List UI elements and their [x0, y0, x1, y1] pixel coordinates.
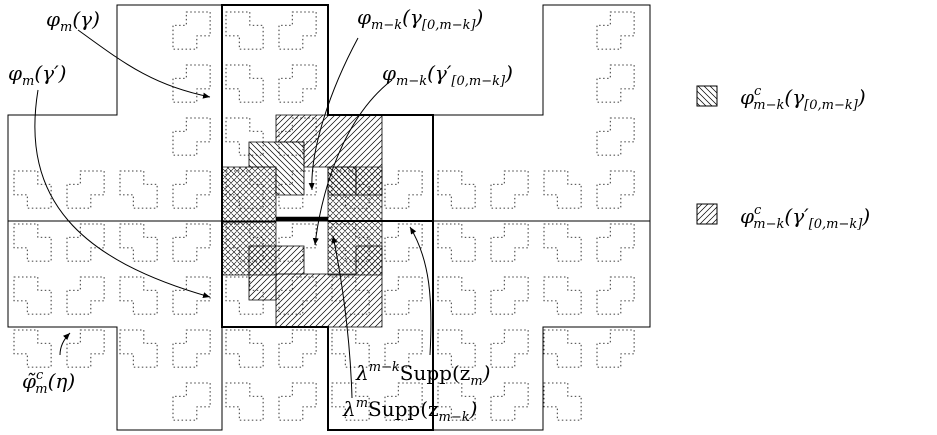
sub-tile-outline: [384, 223, 423, 262]
sub-tile-outline: [596, 117, 635, 156]
sub-tile-outline: [278, 11, 317, 50]
svg-text:φm(γ′): φm(γ′): [8, 61, 66, 89]
svg-text:λmSupp(zm−k): λmSupp(zm−k): [342, 396, 477, 425]
sub-tile-outline: [437, 382, 476, 421]
hatched-subsupport: [221, 114, 383, 328]
sub-tile-outline: [13, 170, 52, 209]
sub-tile-outline: [119, 329, 158, 368]
sub-tile-outline: [437, 170, 476, 209]
sub-tile-outline: [437, 223, 476, 262]
sub-tile-outline: [66, 276, 105, 315]
annotation-arrows: [34, 29, 432, 399]
legend-swatch-crosshatch: [696, 85, 718, 107]
sub-tile-outline: [119, 223, 158, 262]
sub-tile-outline: [278, 64, 317, 103]
sub-tile-outline: [490, 223, 529, 262]
sub-tile-outline: [66, 170, 105, 209]
sub-tile-grid: [13, 11, 635, 421]
sub-tile-outline: [543, 382, 582, 421]
sub-tile-outline: [172, 382, 211, 421]
sub-tile-outline: [596, 64, 635, 103]
sub-tile-outline: [490, 170, 529, 209]
sub-tile-outline: [331, 329, 370, 368]
sub-tile-outline: [119, 276, 158, 315]
label-lambda-mk-supp: λm−kSupp(zm): [355, 360, 490, 389]
sub-tile-outline: [384, 276, 423, 315]
sub-tile-outline: [596, 223, 635, 262]
sub-tile-outline: [437, 329, 476, 368]
sub-tile-outline: [172, 170, 211, 209]
sub-tile-outline: [13, 223, 52, 262]
label-phi-mk-gamma-prime: φm−k(γ′[0,m−k]): [382, 61, 513, 89]
label-phi-m-gamma: φm(γ): [46, 7, 100, 35]
sub-tile-outline: [437, 276, 476, 315]
label-phi-mk-gamma: φm−k(γ[0,m−k]): [357, 5, 483, 33]
sub-tile-outline: [278, 382, 317, 421]
label-phi-m-gamma-prime: φm(γ′): [8, 61, 66, 89]
sub-tile-outline: [596, 276, 635, 315]
sub-tile-outline: [278, 329, 317, 368]
sub-tile-outline: [490, 382, 529, 421]
sub-tile-outline: [172, 117, 211, 156]
sub-tile-outline: [172, 11, 211, 50]
sub-tile-outline: [490, 329, 529, 368]
sub-tile-outline: [543, 276, 582, 315]
sub-tile-outline: [172, 329, 211, 368]
svg-text:φcm−k(γ′[0,m−k]): φcm−k(γ′[0,m−k]): [740, 203, 870, 232]
sub-tile-outline: [225, 329, 264, 368]
sub-tile-outline: [543, 170, 582, 209]
svg-text:φm−k(γ[0,m−k]): φm−k(γ[0,m−k]): [357, 5, 483, 33]
sub-tile-outline: [596, 11, 635, 50]
sub-tile-outline: [13, 276, 52, 315]
sub-tile-outline: [543, 223, 582, 262]
sub-tile-outline: [596, 329, 635, 368]
sub-tile-outline: [172, 64, 211, 103]
sub-tile-outline: [119, 170, 158, 209]
sub-tile-outline: [490, 276, 529, 315]
sub-tile-outline: [13, 329, 52, 368]
sub-tile-outline: [384, 170, 423, 209]
sub-tile-outline: [225, 11, 264, 50]
sub-tile-outline: [225, 64, 264, 103]
sub-tile-outline: [66, 329, 105, 368]
label-lambda-m-supp: λmSupp(zm−k): [342, 396, 477, 425]
svg-text:φm(γ): φm(γ): [46, 7, 100, 35]
sub-tile-outline: [331, 382, 370, 421]
sub-tile-outline: [66, 223, 105, 262]
svg-text:λm−kSupp(zm): λm−kSupp(zm): [355, 360, 490, 389]
sub-tile-outline: [543, 329, 582, 368]
svg-text:φcm−k(γ[0,m−k]): φcm−k(γ[0,m−k]): [740, 84, 866, 113]
svg-text:φm−k(γ′[0,m−k]): φm−k(γ′[0,m−k]): [382, 61, 513, 89]
legend-swatch-diagonal: [696, 203, 718, 225]
sub-tile-outline: [225, 117, 264, 156]
sub-tile-outline: [225, 382, 264, 421]
svg-text:φ̃cm(η): φ̃cm(η): [22, 368, 75, 397]
sub-tile-outline: [172, 223, 211, 262]
sub-tile-outline: [596, 170, 635, 209]
